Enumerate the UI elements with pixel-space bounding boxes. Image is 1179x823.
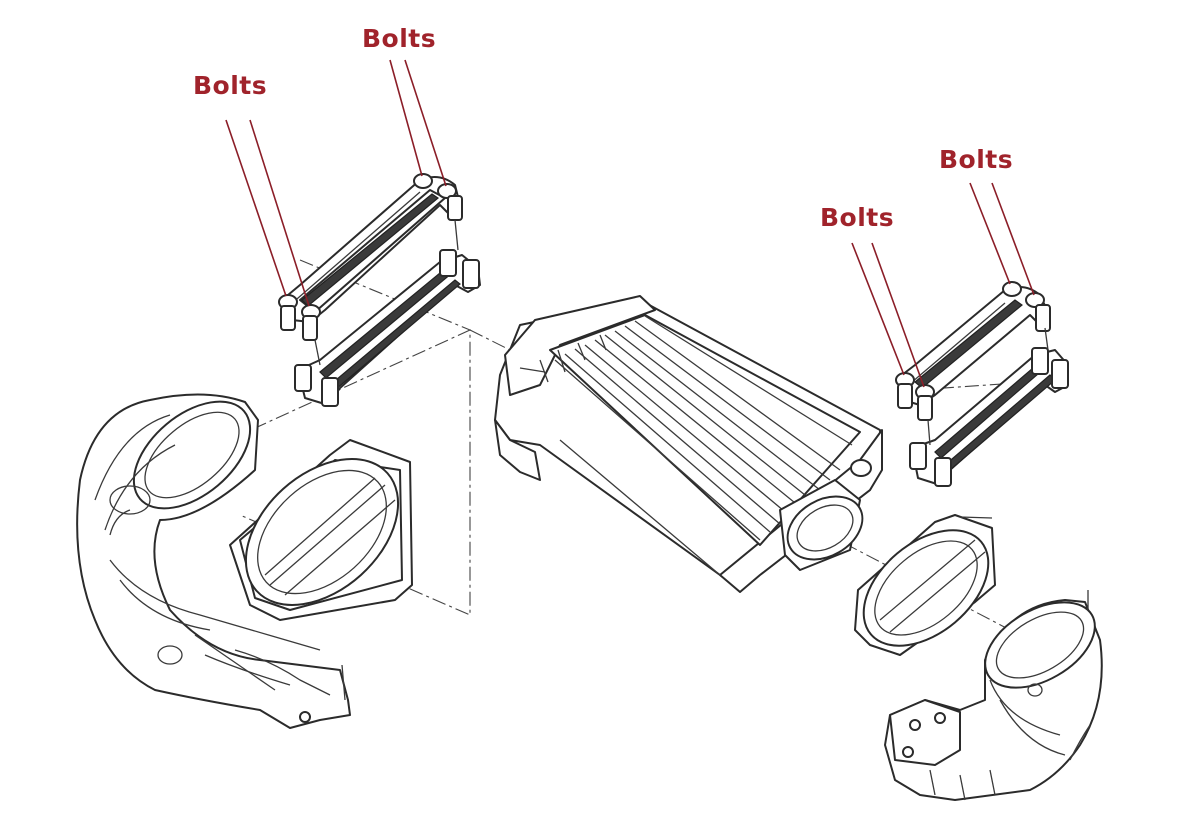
left-clamp-upper — [278, 173, 463, 341]
left-hose-boot — [229, 439, 413, 621]
leader-line — [389, 59, 423, 177]
leader-line — [404, 59, 447, 187]
bolts-label-right-upper: Bolts — [939, 145, 1014, 174]
left-clamp-lower — [294, 219, 481, 407]
leader-line — [249, 119, 310, 307]
bolts-label-top-left-lower: Bolts — [193, 71, 268, 100]
leader-line — [851, 242, 905, 376]
right-hose-boot — [854, 514, 996, 656]
bolts-label-right-lower: Bolts — [820, 203, 895, 232]
leader-line — [225, 119, 287, 297]
leader-line — [871, 242, 925, 388]
bolts-label-top-left-upper: Bolts — [362, 24, 437, 53]
leader-line — [991, 182, 1035, 296]
intercooler-core — [494, 295, 883, 593]
right-outlet-elbow — [884, 590, 1103, 801]
cooler-fins — [554, 315, 853, 541]
left-inlet-duct — [76, 393, 351, 729]
leader-line — [969, 182, 1011, 285]
right-clamp-lower — [909, 327, 1069, 487]
right-clamp-upper — [895, 281, 1051, 421]
bolt-leader-lines — [225, 59, 1035, 388]
